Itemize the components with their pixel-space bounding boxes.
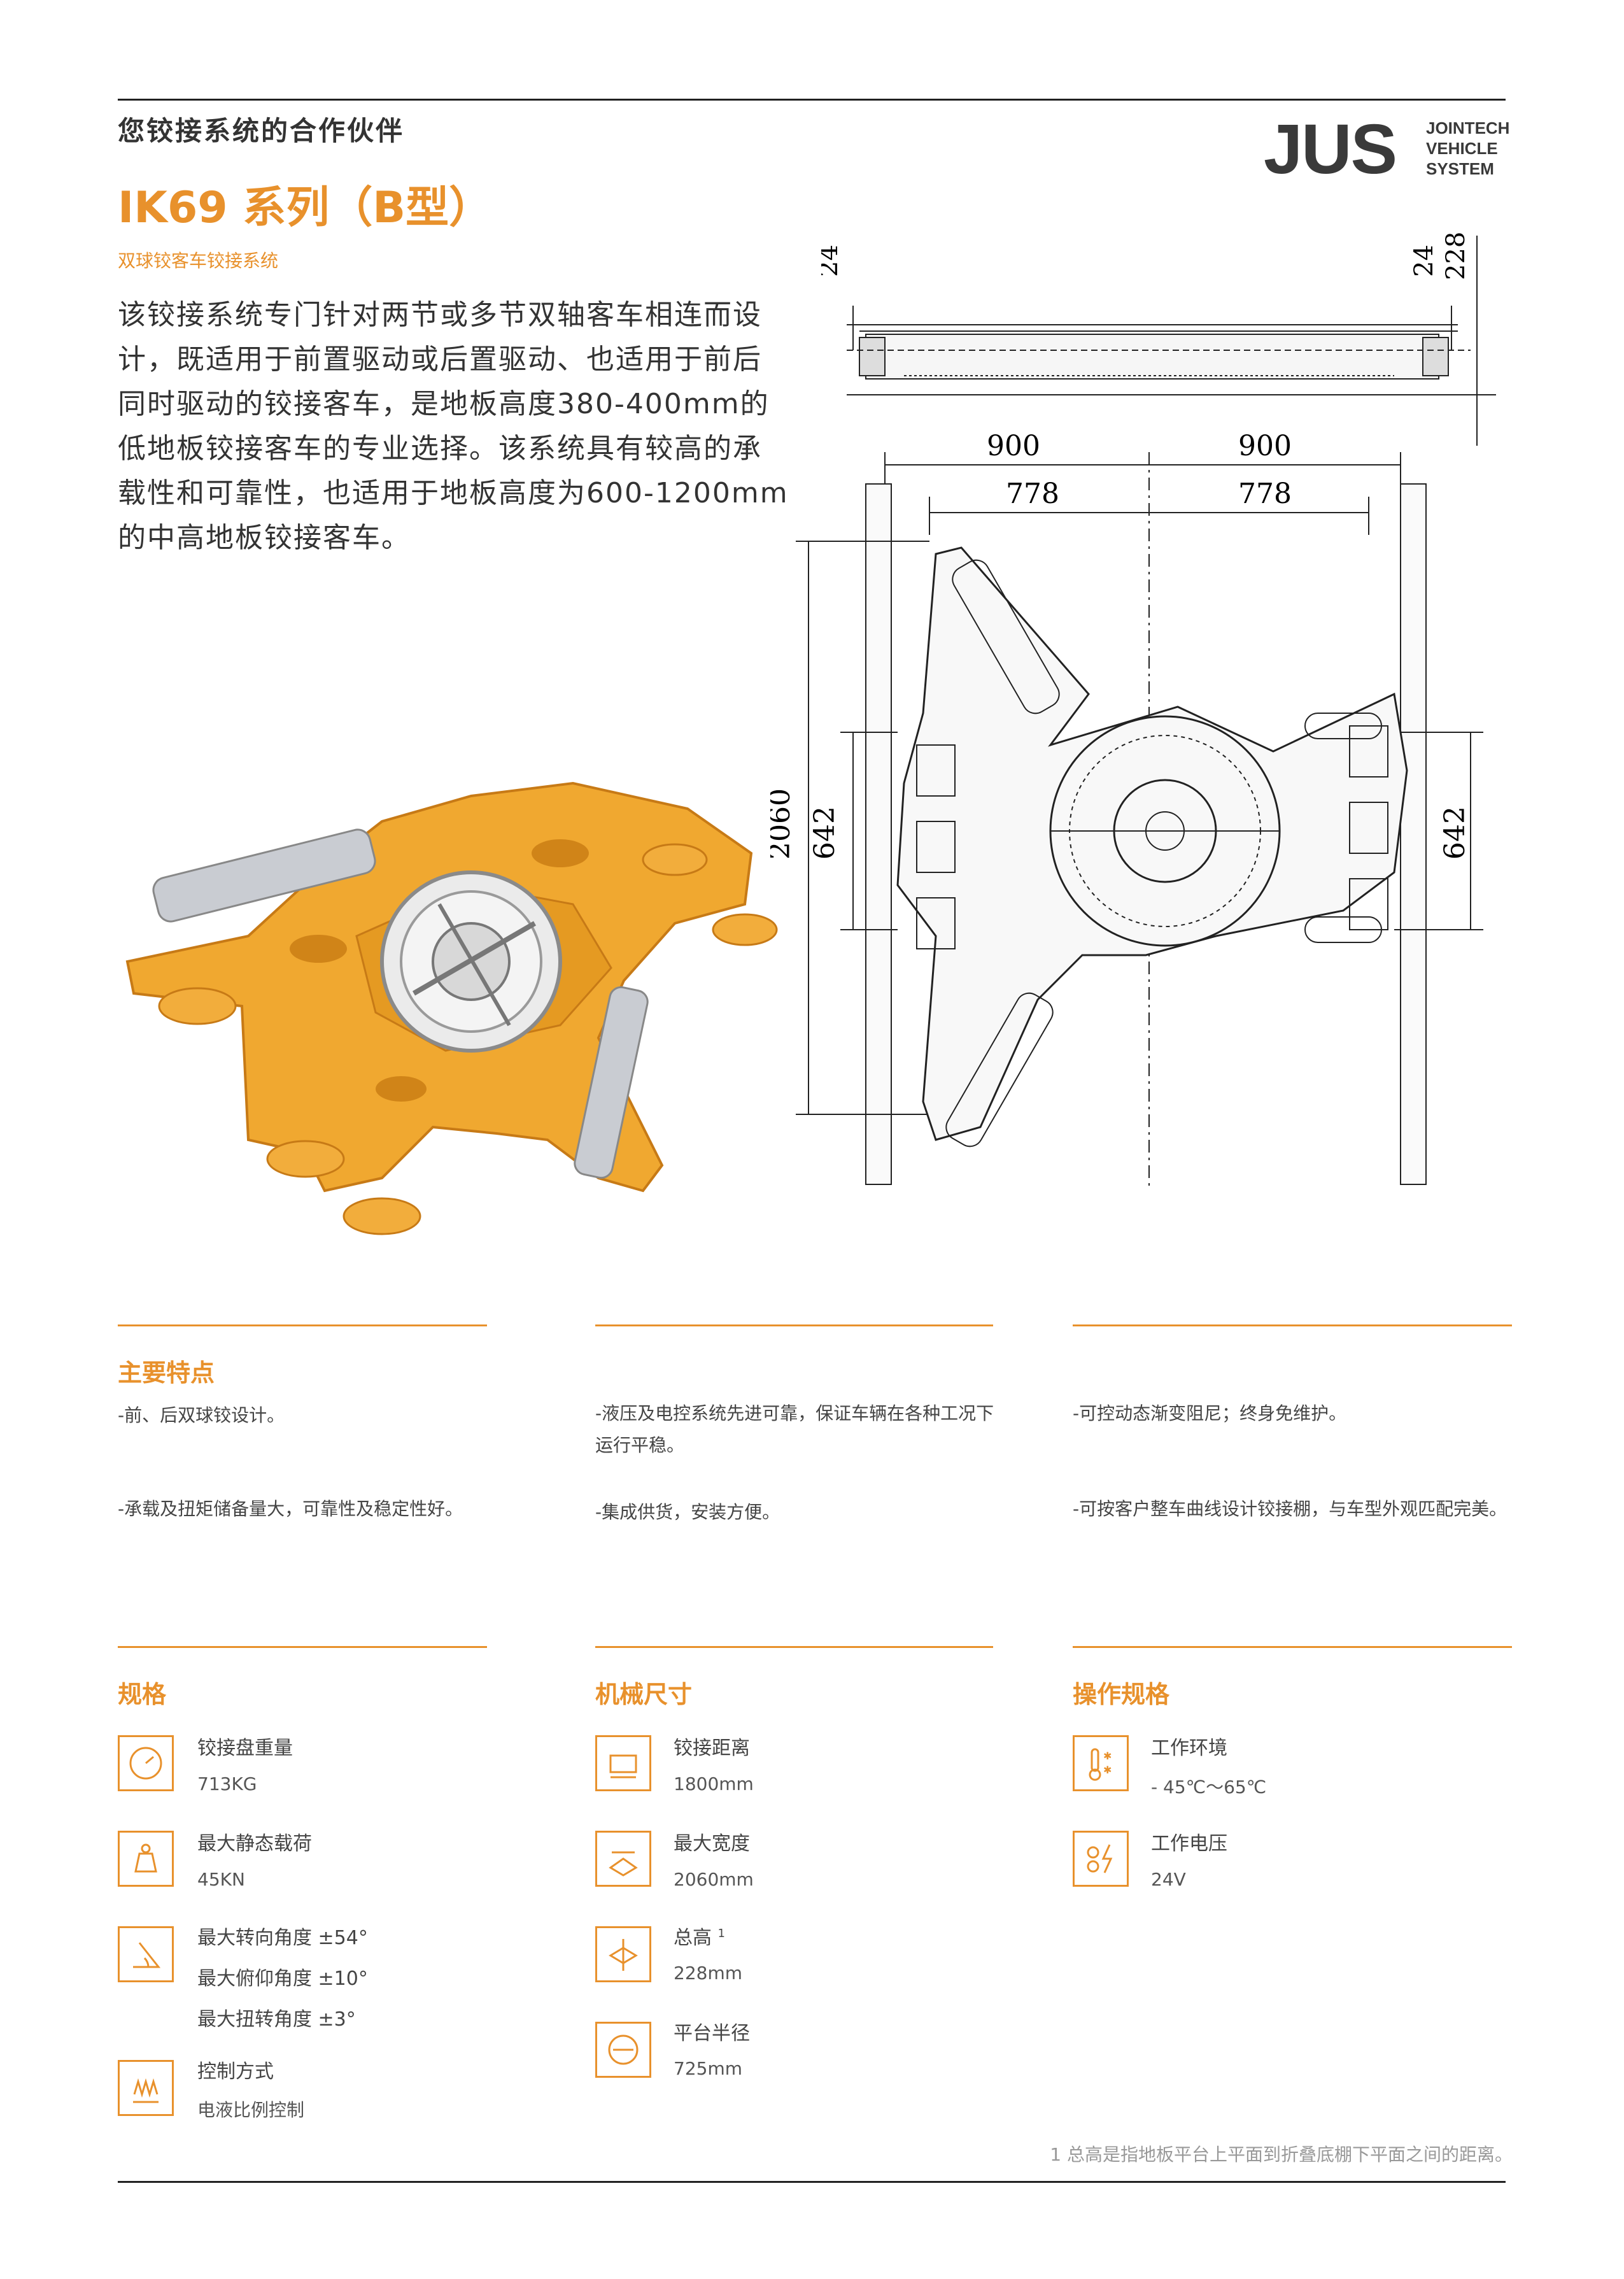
feature-1: -前、后双球铰设计。	[118, 1405, 285, 1426]
radius-icon	[595, 2022, 651, 2078]
side-dim-left: 24	[821, 245, 844, 277]
side-dim-right: 24	[1409, 245, 1439, 277]
thermometer-icon: ✱✱	[1073, 1735, 1129, 1791]
plan-dim-left-642: 642	[808, 806, 841, 860]
height-icon	[595, 1926, 651, 1982]
intro-paragraph: 该铰接系统专门针对两节或多节双轴客车相连而设计，既适用于前置驱动或后置驱动、也适…	[118, 299, 789, 554]
logo-line-1: JOINTECH	[1426, 118, 1510, 138]
spec-pitch-angle: 最大俯仰角度 ±10°	[197, 1968, 368, 1990]
mech-radius-value: 725mm	[674, 2058, 742, 2079]
mech-height-label-text: 总高	[674, 1927, 712, 1949]
footnote-marker: 1	[717, 1927, 725, 1940]
plan-dim-inner-right: 778	[1238, 478, 1292, 510]
page-title: IK69 系列（B型）	[118, 183, 493, 233]
mech-height-label: 总高 1	[674, 1922, 725, 1950]
gauge-icon	[118, 1735, 174, 1791]
features-rule-2	[595, 1324, 993, 1326]
features-heading: 主要特点	[118, 1359, 215, 1387]
bottom-rule	[118, 2181, 1506, 2183]
width-icon	[595, 1831, 651, 1887]
plan-view-drawing: 900 900 778 778 2060 642 642	[770, 430, 1483, 1191]
feature-3: -液压及电控系统先进可靠，保证车辆在各种工况下运行平稳。	[595, 1403, 994, 1456]
mech-width-label: 最大宽度	[674, 1833, 750, 1855]
ops-heading: 操作规格	[1073, 1680, 1170, 1708]
tagline: 您铰接系统的合作伙伴	[118, 115, 405, 146]
specs-rule-3	[1073, 1646, 1512, 1648]
feature-4: -集成供货，安装方便。	[595, 1502, 780, 1523]
page-subtitle: 双球铰客车铰接系统	[118, 250, 279, 271]
feature-6: -可按客户整车曲线设计铰接棚，与车型外观匹配完美。	[1073, 1498, 1507, 1519]
specs-heading: 规格	[118, 1680, 167, 1708]
spec-weight-label: 铰接盘重量	[197, 1737, 293, 1759]
footnote: 1 总高是指地板平台上平面到折叠底棚下平面之间的距离。	[1050, 2144, 1513, 2165]
svg-text:✱: ✱	[1103, 1764, 1112, 1776]
ops-voltage-value: 24V	[1151, 1869, 1186, 1890]
features-rule-1	[118, 1324, 487, 1326]
spec-load-label: 最大静态载荷	[197, 1833, 312, 1855]
plan-dim-top-left: 900	[987, 430, 1040, 462]
voltage-icon	[1073, 1831, 1129, 1887]
side-view-drawing: 24 24 228	[821, 232, 1496, 446]
spec-weight-value: 713KG	[197, 1773, 257, 1794]
plan-dim-right-642: 642	[1439, 806, 1471, 860]
mech-height-value: 228mm	[674, 1963, 742, 1984]
ops-env-label: 工作环境	[1151, 1737, 1227, 1759]
spec-steer-angle: 最大转向角度 ±54°	[197, 1927, 368, 1949]
logo-line-2: VEHICLE	[1426, 139, 1498, 158]
features-rule-3	[1073, 1324, 1512, 1326]
plan-view-lines	[796, 452, 1483, 1191]
specs-rule-1	[118, 1646, 487, 1648]
render-body	[125, 781, 778, 1235]
weight-icon	[118, 1831, 174, 1887]
side-dim-total: 228	[1441, 232, 1471, 280]
spec-torsion-angle: 最大扭转角度 ±3°	[197, 2008, 356, 2031]
spec-control-value: 电液比例控制	[197, 2099, 305, 2120]
logo-mark: JUS	[1264, 110, 1397, 188]
feature-5: -可控动态渐变阻尼；终身免维护。	[1073, 1403, 1347, 1424]
product-render	[125, 781, 778, 1235]
spec-control-label: 控制方式	[197, 2061, 274, 2083]
control-icon	[118, 2060, 174, 2116]
mech-width-value: 2060mm	[674, 1869, 754, 1890]
mech-heading: 机械尺寸	[595, 1680, 693, 1708]
feature-2: -承载及扭矩储备量大，可靠性及稳定性好。	[118, 1498, 463, 1519]
side-view-lines	[847, 236, 1496, 446]
mech-distance-value: 1800mm	[674, 1773, 754, 1794]
mech-distance-label: 铰接距离	[674, 1737, 750, 1759]
ops-env-value: - 45℃～65℃	[1151, 1777, 1267, 1798]
logo-text: JOINTECH VEHICLE SYSTEM	[1426, 118, 1509, 179]
logo-line-3: SYSTEM	[1426, 159, 1494, 178]
svg-text:✱: ✱	[1103, 1750, 1112, 1762]
specs-rule-2	[595, 1646, 993, 1648]
plan-dim-top-right: 900	[1238, 430, 1292, 462]
ops-voltage-label: 工作电压	[1151, 1833, 1227, 1855]
mech-radius-label: 平台半径	[674, 2022, 750, 2045]
plan-dim-length: 2060	[770, 788, 796, 860]
top-rule	[118, 99, 1506, 101]
plan-dim-inner-left: 778	[1006, 478, 1059, 510]
angle-icon	[118, 1926, 174, 1982]
spec-load-value: 45KN	[197, 1869, 245, 1890]
distance-icon	[595, 1735, 651, 1791]
